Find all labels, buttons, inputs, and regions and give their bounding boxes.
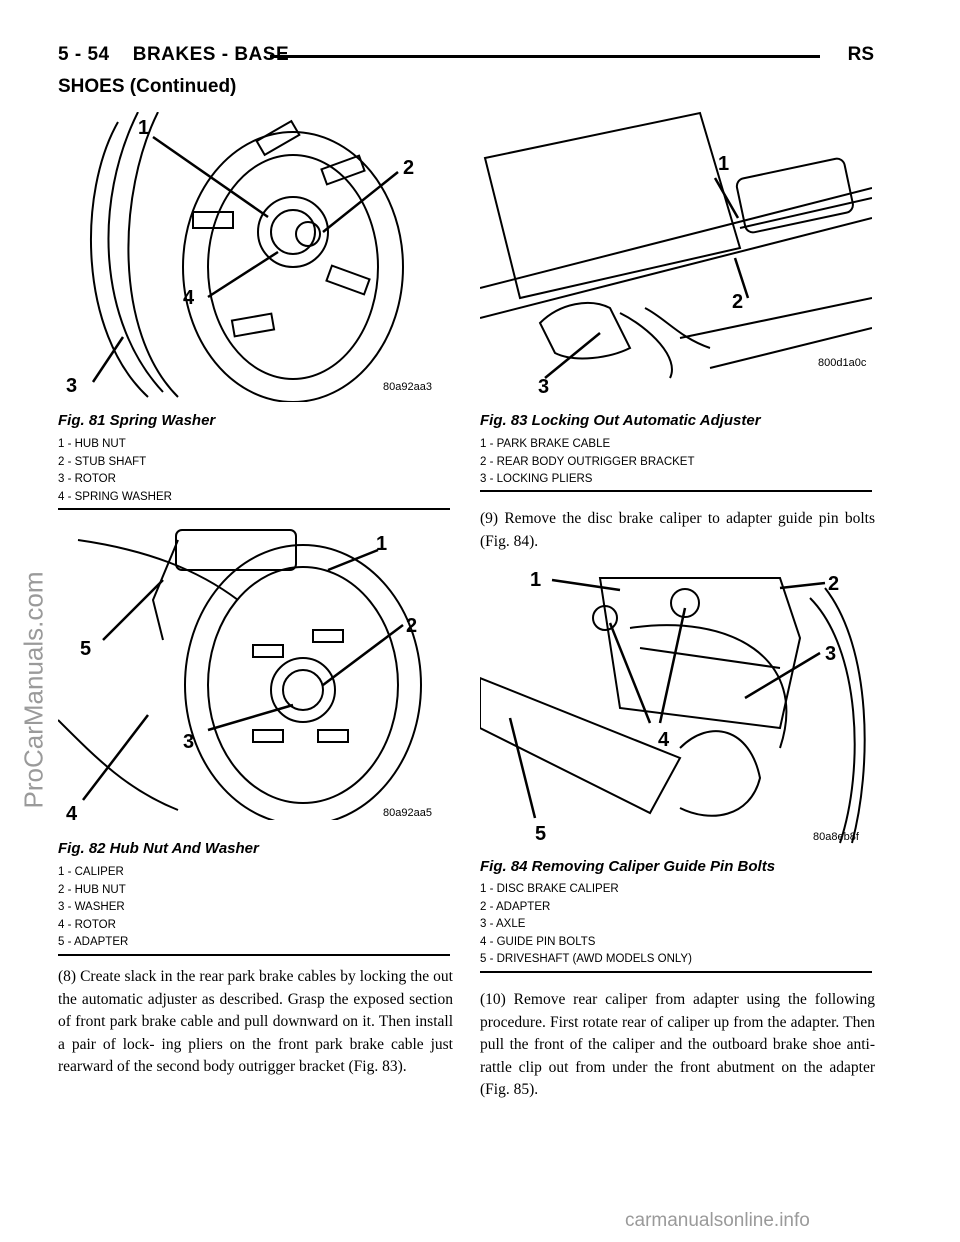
fig82-callout-2: 2: [406, 615, 417, 637]
legend-item: 1 - PARK BRAKE CABLE: [480, 438, 611, 450]
header-rule: [270, 55, 820, 58]
legend-item: 2 - ADAPTER: [480, 900, 551, 913]
fig81-rule: [58, 508, 450, 510]
legend-item: 2 - HUB NUT: [58, 883, 126, 896]
fig83-rule: [480, 490, 872, 492]
figure-82-illustration: 1 2 3 4 5 80a92aa5: [58, 520, 450, 820]
fig82-callout-1: 1: [376, 533, 387, 555]
fig84-rule: [480, 971, 872, 973]
fig81-code: 80a92aa3: [383, 381, 432, 393]
legend-item: 1 - DISC BRAKE CALIPER: [480, 883, 619, 895]
watermark: ProCarManuals.com: [18, 571, 49, 809]
section-title: SHOES (Continued): [58, 76, 237, 97]
step-9-paragraph: (9) Remove the disc brake caliper to ada…: [480, 510, 875, 550]
fig83-code: 800d1a0c: [818, 357, 867, 369]
figure-83-illustration: 1 2 3 800d1a0c: [480, 108, 872, 408]
fig84-callout-1: 1: [530, 569, 541, 591]
fig84-callout-2: 2: [828, 573, 839, 595]
page-header-left: 5 - 54 BRAKES - BASE: [58, 44, 289, 66]
legend-item: 2 - STUB SHAFT: [58, 455, 147, 468]
page-number: 5 - 54: [58, 44, 110, 65]
legend-item: 3 - AXLE: [480, 918, 526, 930]
fig81-legend: 1 - HUB NUT 2 - STUB SHAFT 3 - ROTOR 4 -…: [58, 436, 172, 506]
figure-81-illustration: 1 2 3 4 80a92aa3: [58, 112, 450, 402]
fig81-callout-2: 2: [403, 157, 414, 179]
figure-84-illustration: 1 2 3 4 5 80a8eb8f: [480, 558, 872, 848]
fig83-legend: 1 - PARK BRAKE CABLE 2 - REAR BODY OUTRI…: [480, 436, 695, 489]
fig82-legend: 1 - CALIPER 2 - HUB NUT 3 - WASHER 4 - R…: [58, 864, 128, 952]
fig82-callout-4: 4: [66, 803, 78, 820]
legend-item: 4 - ROTOR: [58, 918, 116, 931]
step-10-paragraph: (10) Remove rear caliper from adapter us…: [480, 991, 875, 1098]
fig84-code: 80a8eb8f: [813, 831, 860, 843]
fig82-code: 80a92aa5: [383, 807, 432, 819]
fig81-callout-4: 4: [183, 287, 195, 309]
fig81-title: Fig. 81 Spring Washer: [58, 412, 216, 429]
legend-item: 3 - ROTOR: [58, 473, 116, 485]
legend-item: 3 - LOCKING PLIERS: [480, 473, 593, 485]
fig82-rule: [58, 954, 450, 956]
model-code: RS: [847, 44, 874, 65]
legend-item: 3 - WASHER: [58, 901, 125, 913]
fig84-title: Fig. 84 Removing Caliper Guide Pin Bolts: [480, 858, 776, 875]
fig83-title: Fig. 83 Locking Out Automatic Adjuster: [480, 412, 761, 429]
chapter-title: BRAKES - BASE: [132, 44, 290, 65]
legend-item: 1 - HUB NUT: [58, 438, 126, 450]
fig84-callout-5: 5: [535, 823, 546, 845]
fig83-callout-2: 2: [732, 291, 743, 313]
fig82-title: Fig. 82 Hub Nut And Washer: [58, 840, 259, 857]
footer-watermark: carmanualsonline.info: [625, 1210, 810, 1231]
legend-item: 5 - DRIVESHAFT (AWD MODELS ONLY): [480, 953, 692, 965]
fig82-callout-5: 5: [80, 638, 91, 660]
fig81-callout-1: 1: [138, 117, 149, 139]
legend-item: 4 - GUIDE PIN BOLTS: [480, 935, 596, 948]
legend-item: 1 - CALIPER: [58, 866, 124, 878]
fig82-callout-3: 3: [183, 731, 194, 753]
fig84-callout-4: 4: [658, 729, 670, 751]
fig84-callout-3: 3: [825, 643, 836, 665]
fig83-callout-1: 1: [718, 153, 729, 175]
fig81-callout-3: 3: [66, 375, 77, 397]
legend-item: 2 - REAR BODY OUTRIGGER BRACKET: [480, 455, 695, 468]
legend-item: 4 - SPRING WASHER: [58, 490, 172, 503]
fig84-legend: 1 - DISC BRAKE CALIPER 2 - ADAPTER 3 - A…: [480, 881, 692, 969]
fig83-callout-3: 3: [538, 376, 549, 398]
legend-item: 5 - ADAPTER: [58, 936, 129, 948]
step-8-paragraph: (8) Create slack in the rear park brake …: [58, 968, 453, 1075]
